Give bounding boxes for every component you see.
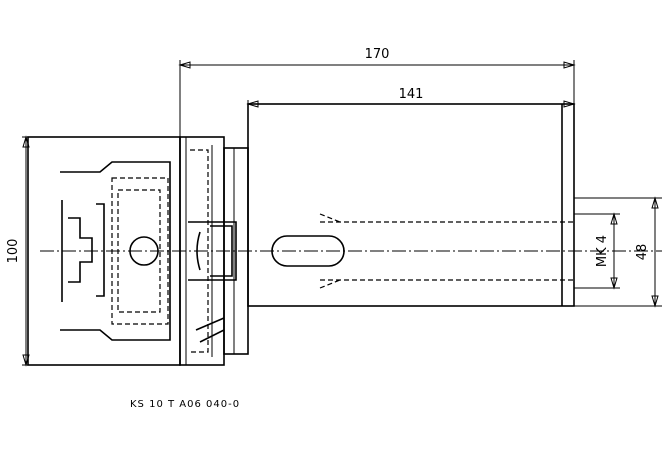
dimension-shank-length: 141 (246, 87, 576, 108)
dimension-label-48: 48 (635, 244, 650, 261)
dimension-flange-diameter: 100 (6, 135, 30, 367)
dimension-overall-length: 170 (178, 47, 576, 137)
dimension-label-100: 100 (6, 239, 21, 264)
dimension-label-141: 141 (399, 87, 424, 102)
dimension-body-diameter: 48 (574, 196, 662, 308)
shank-body (247, 103, 575, 307)
flange-body (27, 136, 181, 366)
part-number-caption: KS 10 T A06 040-0 (130, 399, 240, 410)
dimension-label-mk4: MK 4 (595, 235, 610, 267)
dimension-label-170: 170 (365, 47, 390, 62)
dimension-taper: MK 4 (574, 212, 620, 290)
